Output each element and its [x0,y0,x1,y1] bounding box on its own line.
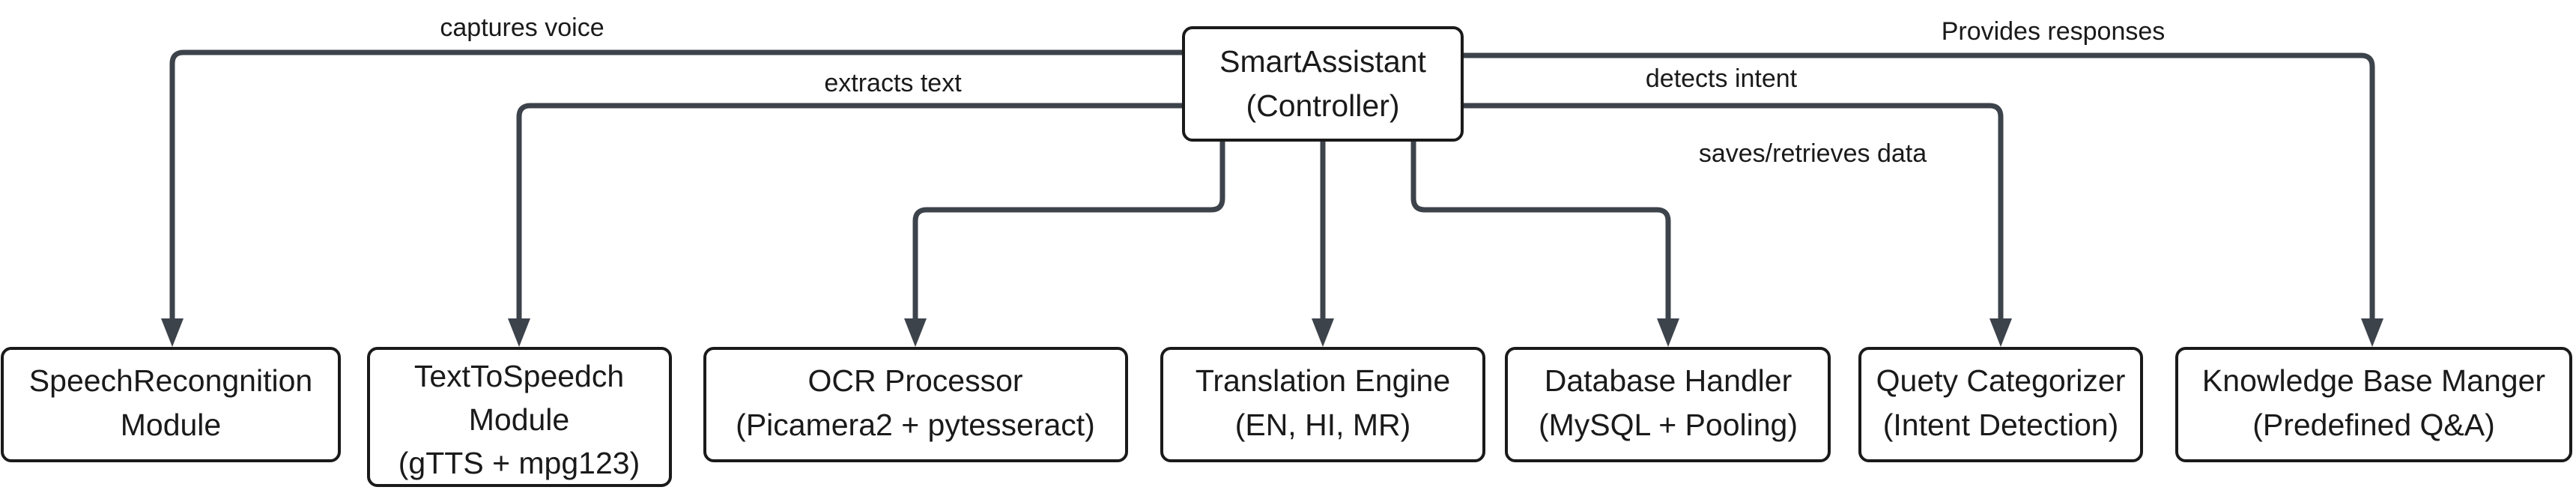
ocr-processor-title: OCR Processor [807,363,1022,398]
edge-label-extracts-text: extracts text [824,69,962,97]
text-to-speech-box [367,347,672,487]
controller-title: SmartAssistant [1219,44,1426,79]
knowledge-base-subtitle: (Predefined Q&A) [2252,408,2495,442]
arrowhead-speech-recognition [161,318,184,347]
speech-recognition-title: SpeechRecongnition [29,363,312,398]
module-nodes: SpeechRecongnition Module TextToSpeedch … [1,347,2572,487]
query-categorizer-box [1858,347,2143,462]
edge-controller-to-ocr [912,140,1225,322]
edges [161,49,2383,347]
knowledge-base-node: Knowledge Base Manger (Predefined Q&A) [2175,347,2572,462]
translation-engine-node: Translation Engine (EN, HI, MR) [1160,347,1485,462]
edge-controller-to-database [1410,140,1671,322]
database-handler-box [1505,347,1831,462]
controller-box [1182,26,1464,142]
edge-controller-to-speech-recognition [169,49,1184,322]
translation-engine-subtitle: (EN, HI, MR) [1235,408,1411,442]
ocr-processor-node: OCR Processor (Picamera2 + pytesseract) [703,347,1128,462]
edge-label-saves-retrieves-data: saves/retrieves data [1699,139,1927,168]
text-to-speech-subtitle: Module [469,402,569,437]
edge-controller-to-knowledge-base [1462,52,2375,322]
translation-engine-box [1160,347,1485,462]
ocr-processor-box [703,347,1128,462]
query-categorizer-subtitle: (Intent Detection) [1883,408,2119,442]
speech-recognition-subtitle: Module [121,408,221,442]
arrowhead-database [1657,318,1679,347]
text-to-speech-detail: (gTTS + mpg123) [398,446,640,480]
query-categorizer-title: Quety Categorizer [1876,363,2126,398]
database-handler-node: Database Handler (MySQL + Pooling) [1505,347,1831,462]
arrowhead-categorizer [1989,318,2012,347]
query-categorizer-node: Quety Categorizer (Intent Detection) [1858,347,2143,462]
speech-recognition-box [1,347,341,462]
arrowhead-ocr [904,318,927,347]
arrowhead-knowledge-base [2361,318,2383,347]
text-to-speech-title: TextToSpeedch [414,359,624,393]
text-to-speech-node: TextToSpeedch Module (gTTS + mpg123) [367,347,672,487]
knowledge-base-title: Knowledge Base Manger [2202,363,2545,398]
controller-node: SmartAssistant (Controller) [1182,26,1464,142]
edge-label-detects-intent: detects intent [1646,64,1798,93]
edge-labels: captures voice extracts text saves/retri… [440,13,2165,168]
knowledge-base-box [2175,347,2572,462]
arrowhead-translation [1312,318,1334,347]
edge-controller-to-text-to-speech [516,103,1184,322]
translation-engine-title: Translation Engine [1195,363,1450,398]
database-handler-title: Database Handler [1545,363,1792,398]
edge-label-provides-responses: Provides responses [1942,17,2166,46]
controller-subtitle: (Controller) [1246,88,1399,123]
edge-label-captures-voice: captures voice [440,13,604,42]
database-handler-subtitle: (MySQL + Pooling) [1539,408,1798,442]
speech-recognition-node: SpeechRecongnition Module [1,347,341,462]
arrowhead-text-to-speech [508,318,530,347]
ocr-processor-subtitle: (Picamera2 + pytesseract) [736,408,1095,442]
edge-controller-to-categorizer [1462,103,2004,322]
